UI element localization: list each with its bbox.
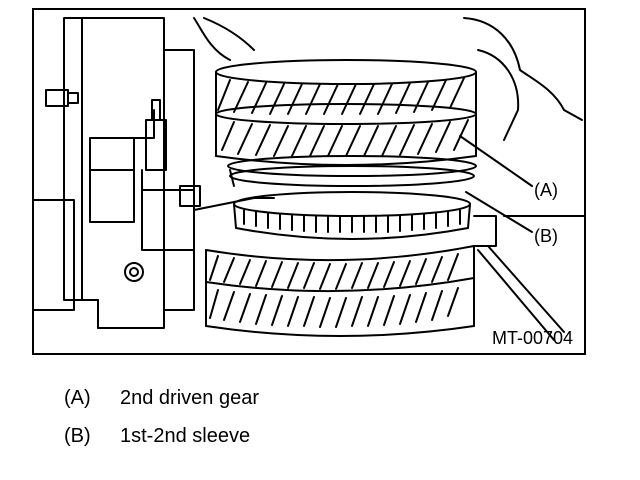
gear-2nd-driven <box>215 59 477 166</box>
legend-item-b: (B) 1st-2nd sleeve <box>64 424 250 448</box>
legend-text-a: 2nd driven gear <box>120 387 259 409</box>
legend-key-a: (A) <box>64 387 91 409</box>
legend-key-b: (B) <box>64 425 91 447</box>
dial-gauge-stand <box>89 99 275 251</box>
fixture-knob <box>45 89 79 107</box>
hand-left <box>193 17 255 61</box>
gear-assembly-drawing: (A) (B) MT-00704 <box>34 17 584 348</box>
hand-right <box>463 17 583 141</box>
fixture-base <box>34 17 195 329</box>
callout-b-label: (B) <box>534 226 558 246</box>
callout-b-leader <box>465 191 533 233</box>
gear-lower <box>205 245 475 337</box>
legend-item-a: (A) 2nd driven gear <box>64 386 259 410</box>
figure-frame: (A) (B) MT-00704 <box>32 8 586 355</box>
housing-right <box>473 215 584 341</box>
figure-id: MT-00704 <box>492 328 573 348</box>
gear-lower-teeth <box>209 253 459 328</box>
synchro-plates <box>227 155 477 187</box>
callout-a-label: (A) <box>534 180 558 200</box>
sleeve-splines <box>243 209 461 233</box>
sleeve-1st-2nd <box>233 191 471 240</box>
gear-2nd-driven-teeth <box>217 77 469 157</box>
legend-text-b: 1st-2nd sleeve <box>120 425 251 447</box>
callout-a-leader <box>459 135 533 187</box>
